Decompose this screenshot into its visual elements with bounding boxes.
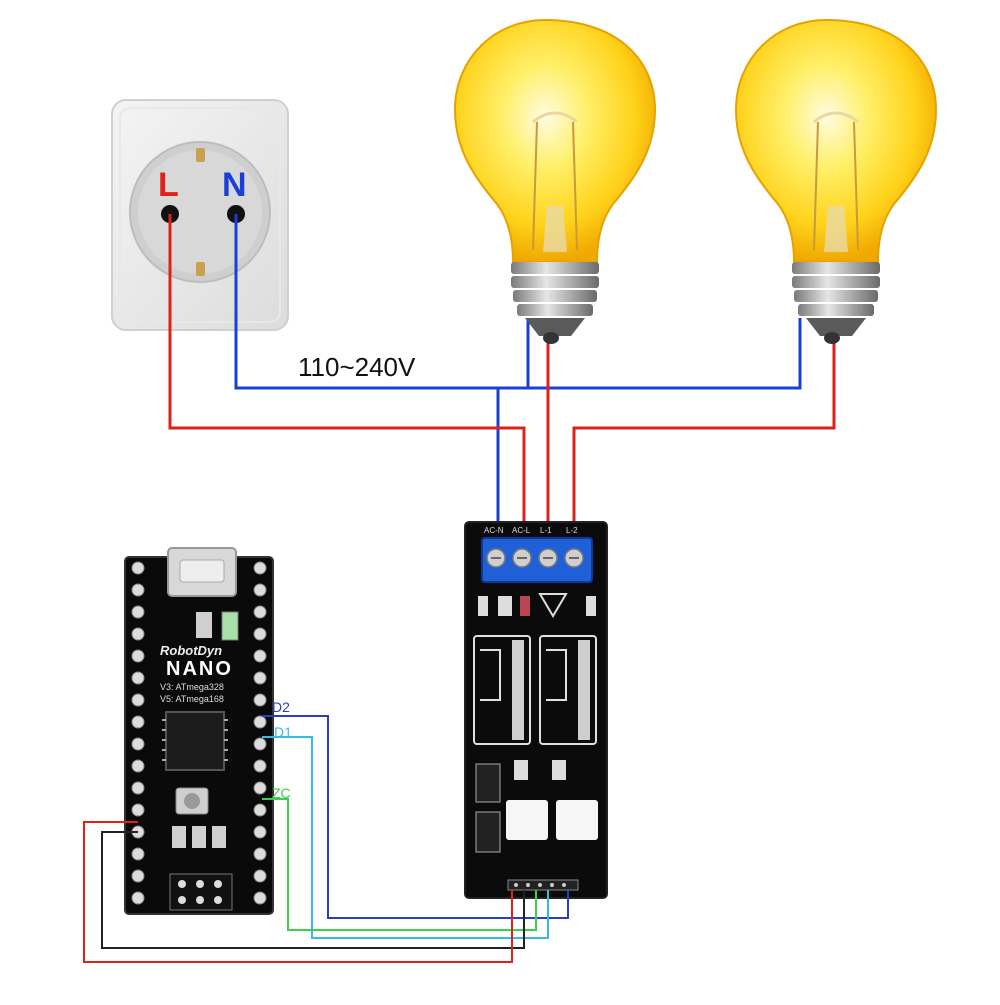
earth-clip-top (196, 148, 205, 162)
right-pin-header (253, 561, 267, 905)
vcc-wire (83, 821, 513, 963)
live-label: L (158, 166, 179, 204)
terminal-label-l1: L-1 (540, 526, 552, 535)
chip-line-2: V5: ATmega168 (160, 694, 224, 704)
d2-label: D2 (272, 699, 290, 715)
zc-wire (262, 798, 537, 931)
warning-icon (538, 593, 568, 618)
dimmer-header-pins (507, 879, 579, 891)
earth-clip-bottom (196, 262, 205, 276)
mains-wiring (168, 214, 836, 522)
light-bulb-2 (734, 18, 938, 344)
board-brand: RobotDyn (160, 643, 222, 658)
triac-heatsinks (473, 635, 597, 745)
chip-line-1: V3: ATmega328 (160, 682, 224, 692)
neutral-label: N (222, 166, 247, 204)
gnd-wire (101, 831, 525, 949)
terminal-labels: AC-N AC-L L-1 L-2 (484, 526, 578, 535)
arduino-nano-board: RobotDyn NANO V3: ATmega328 V5: ATmega16… (124, 547, 274, 915)
reset-button[interactable] (184, 793, 200, 809)
signal-wiring (83, 715, 569, 963)
power-socket: L N (111, 99, 289, 331)
lamp2-output-wire (572, 342, 836, 522)
optocoupler-2 (556, 800, 598, 840)
light-bulb-1 (453, 18, 657, 344)
icsp-header (169, 873, 233, 911)
d1-wire (262, 736, 549, 939)
d1-label: D1 (274, 724, 292, 740)
zc-label: ZC (272, 785, 291, 801)
screw-terminal-block (481, 537, 593, 583)
terminal-label-l2: L-2 (566, 526, 578, 535)
board-model: NANO (166, 658, 233, 680)
d2-wire (262, 715, 569, 919)
dimmer-module: AC-N AC-L L-1 L-2 (464, 521, 608, 899)
terminal-label-acn: AC-N (484, 526, 504, 535)
microcontroller-chip (165, 711, 225, 771)
neutral-wire (234, 214, 802, 390)
left-pin-header (131, 561, 145, 905)
terminal-label-acl: AC-L (512, 526, 531, 535)
voltage-label: 110~240V (298, 352, 416, 382)
live-wire (168, 214, 526, 522)
optocoupler-1 (506, 800, 548, 840)
